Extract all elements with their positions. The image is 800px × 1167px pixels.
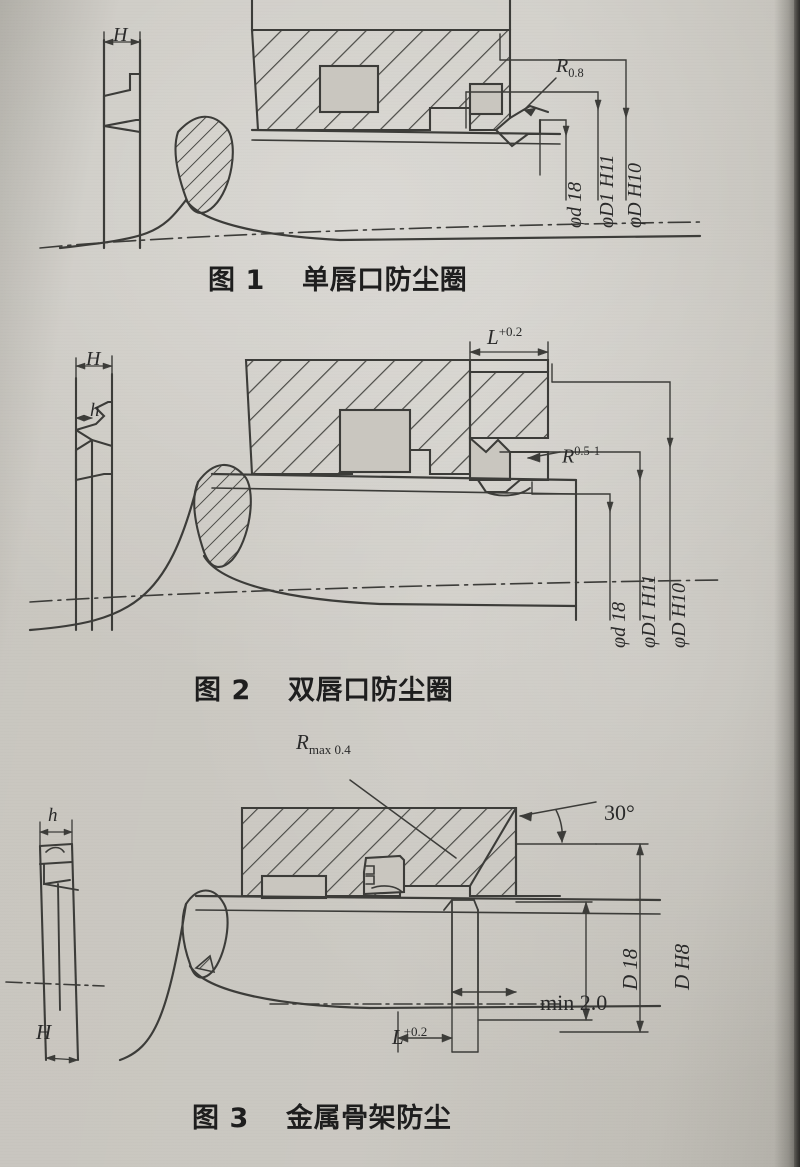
fig2-label-H: H [86, 348, 101, 370]
fig2-L-tolerance: +0.2 [498, 324, 523, 339]
figure-2-caption-number: 图 2 [194, 675, 251, 706]
fig3-label-min-depth: min 2.0 [540, 990, 608, 1015]
fig1-label-radius: R0.8 [556, 55, 584, 81]
figure-1-caption: 图 1 单唇口防尘圈 [208, 258, 467, 297]
fig3-dim-bore-nominal: D 18 [618, 948, 642, 990]
fig1-dim-bore-small: φD1 H11 [596, 154, 618, 228]
figure-3-drawing [5, 779, 662, 1064]
figure-1-caption-title: 单唇口防尘圈 [302, 265, 468, 296]
fig2-radius-symbol: R [562, 445, 575, 468]
fig2-dim-bore-large: φD H10 [668, 583, 690, 648]
fig3-dim-bore-fit: D H8 [670, 943, 694, 990]
fig2-label-h: h [90, 400, 100, 421]
fig2-radius-value: 0.5-1 [574, 444, 601, 458]
fig1-radius-value: 0.8 [568, 66, 584, 80]
fig3-label-chamfer-angle: 30° [604, 800, 635, 825]
fig2-dim-bore-small: φD1 H11 [638, 574, 660, 648]
fig1-radius-symbol: R [556, 55, 569, 77]
figure-2-caption-title: 双唇口防尘圈 [288, 675, 454, 706]
fig2-label-L: L+0.2 [487, 324, 522, 350]
fig3-label-L: L+0.2 [392, 1024, 427, 1050]
fig3-label-radius-max: Rmax 0.4 [296, 730, 351, 758]
figure-2-drawing [28, 341, 721, 632]
fig3-L-symbol: L [392, 1025, 404, 1049]
figure-3-caption: 图 3 金属骨架防尘 [192, 1096, 451, 1135]
fig3-L-tolerance: +0.2 [403, 1024, 428, 1039]
fig2-dim-shaft: φd 18 [608, 601, 630, 648]
fig1-dim-shaft: φd 18 [564, 181, 586, 228]
fig3-label-h: h [48, 805, 58, 826]
figure-1-caption-number: 图 1 [208, 265, 265, 296]
fig2-L-symbol: L [487, 325, 499, 349]
figure-2-caption: 图 2 双唇口防尘圈 [194, 668, 453, 707]
figure-3-caption-title: 金属骨架防尘 [286, 1103, 452, 1134]
figure-3-caption-number: 图 3 [192, 1103, 249, 1134]
fig3-radius-symbol: R [296, 730, 309, 754]
fig1-dim-bore-large: φD H10 [624, 163, 646, 228]
fig3-label-H: H [36, 1020, 52, 1044]
fig2-label-radius: R0.5-1 [562, 444, 600, 469]
fig1-label-H: H [113, 24, 128, 46]
fig3-radius-subscript: max 0.4 [308, 742, 351, 758]
figure-1-drawing [39, 0, 702, 250]
